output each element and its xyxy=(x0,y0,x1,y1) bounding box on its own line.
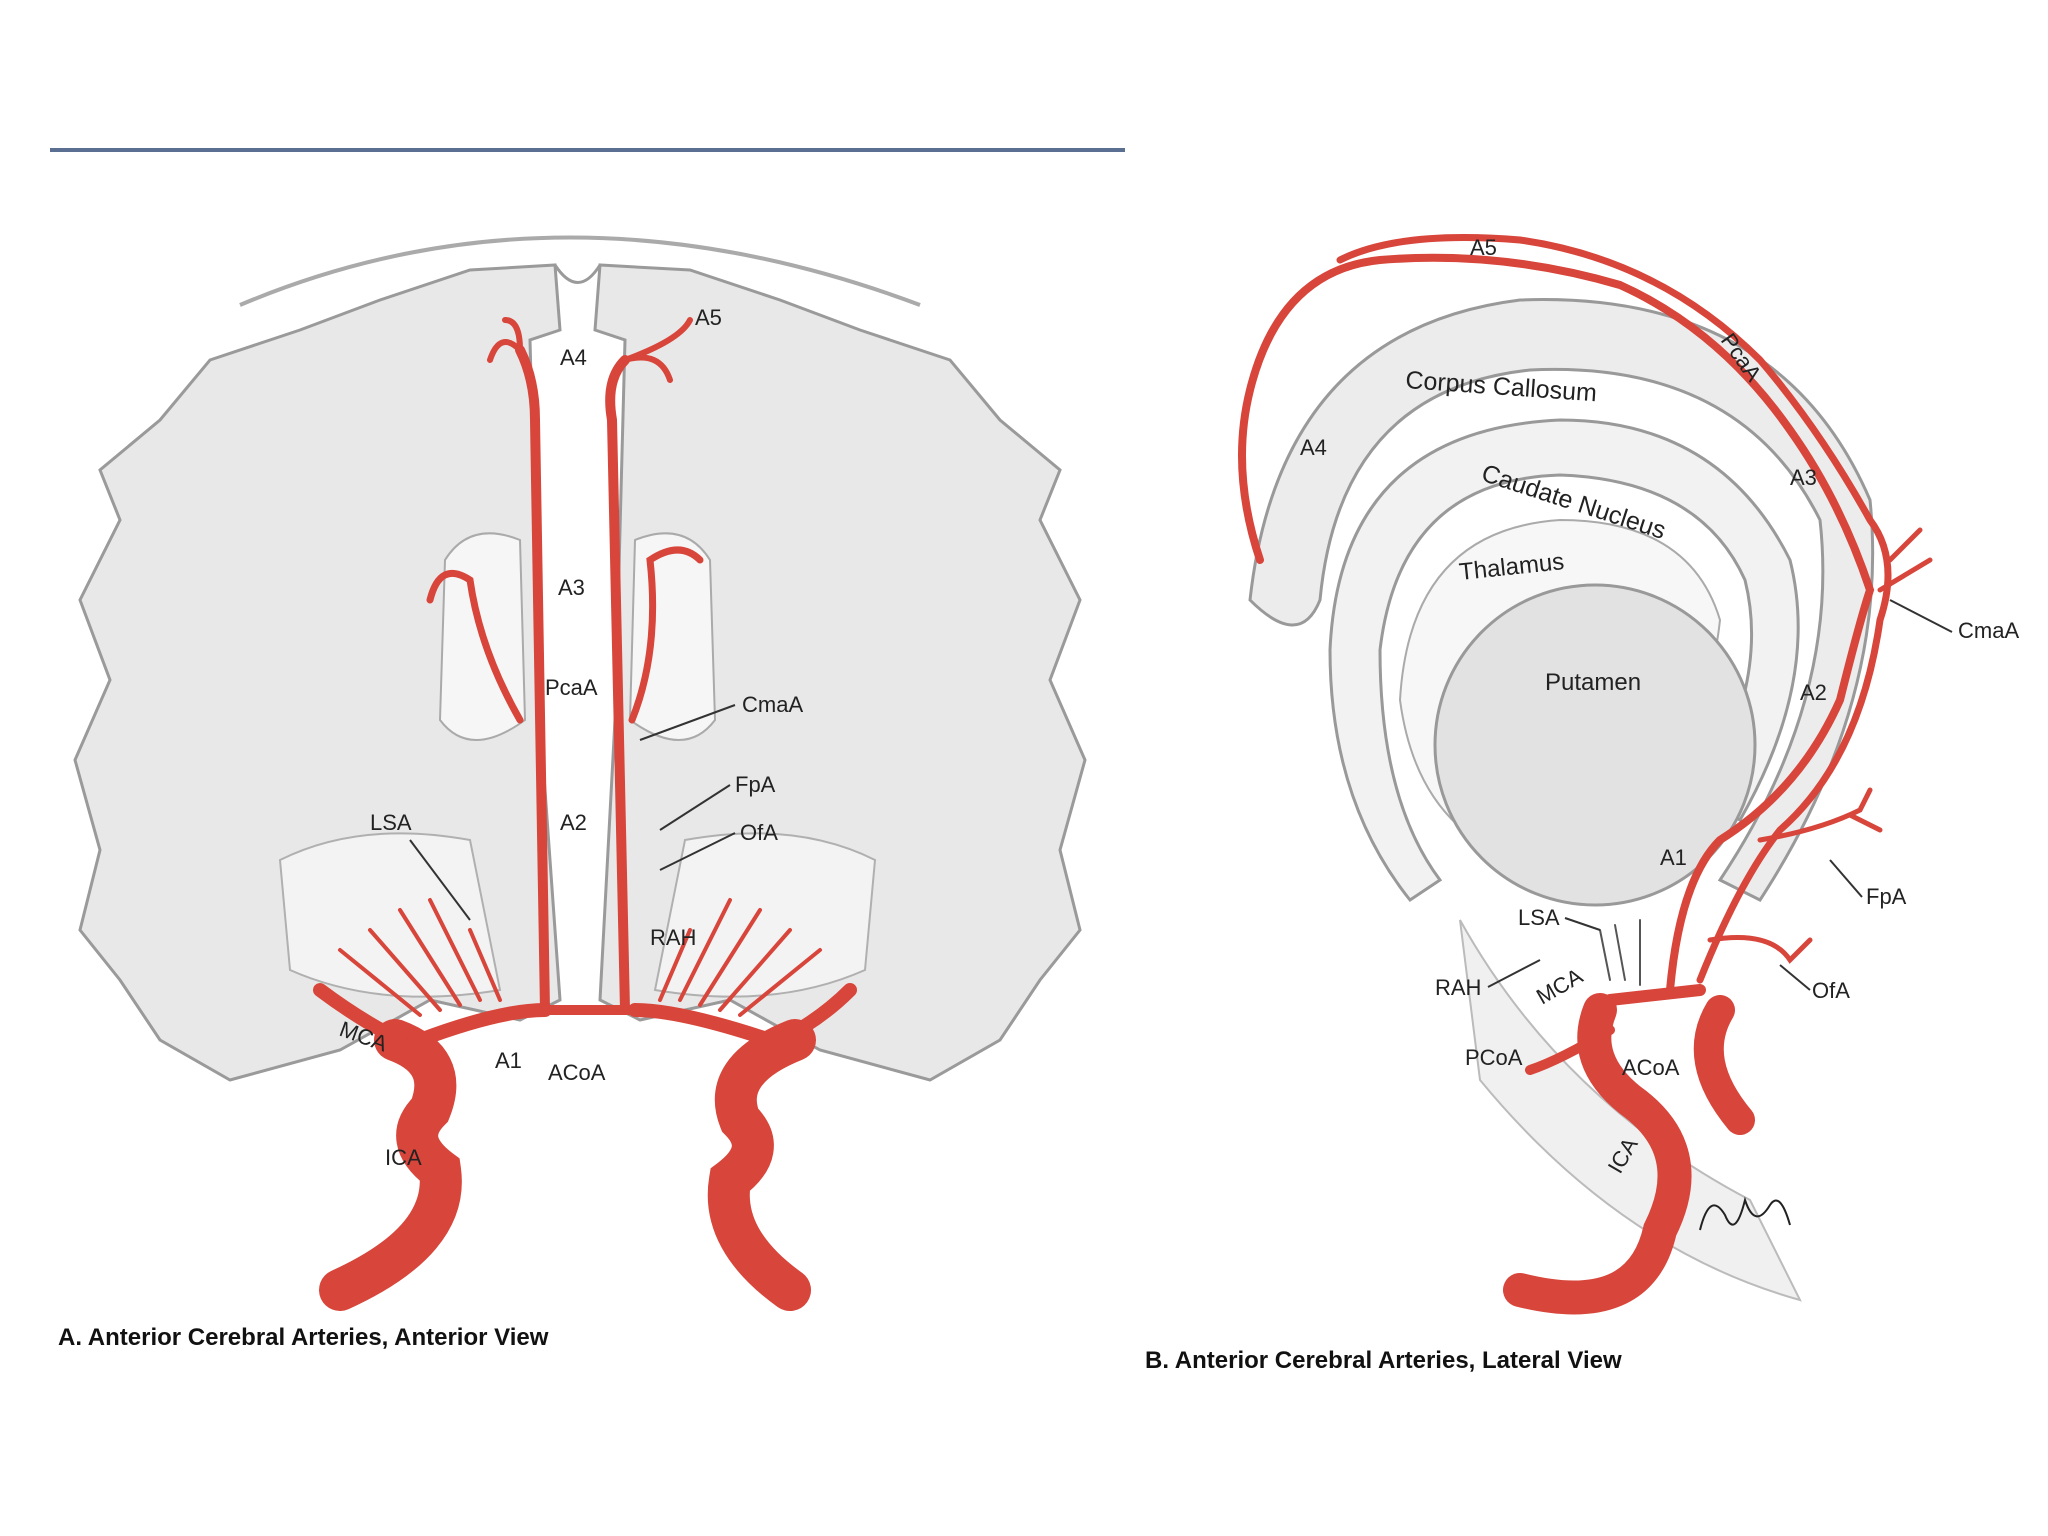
label-b-fpa: FpA xyxy=(1866,884,1907,909)
label-acoa: ACoA xyxy=(548,1060,606,1085)
leader-b-fpa xyxy=(1829,859,1863,898)
label-b-cmaa: CmaA xyxy=(1958,618,2019,643)
label-cmaa: CmaA xyxy=(742,692,803,717)
lateral-fpa xyxy=(1757,787,1883,843)
label-rah: RAH xyxy=(650,925,696,950)
figure-a-anterior-view: A5 A4 A3 PcaA CmaA FpA OfA A2 LSA RAH MC… xyxy=(58,235,1087,1351)
left-a4-branch xyxy=(487,317,523,363)
label-b-a3: A3 xyxy=(1790,465,1817,490)
right-ventricle xyxy=(628,532,717,741)
left-a1 xyxy=(413,1003,552,1047)
left-mca xyxy=(313,983,407,1047)
leader-b-cmaa xyxy=(1889,599,1953,633)
label-a2: A2 xyxy=(560,810,587,835)
label-b-lsa: LSA xyxy=(1518,905,1560,930)
figure-b-lateral-view: A5 A4 A3 A2 A1 Corpus Callosum Caudate N… xyxy=(1145,234,2019,1374)
label-ica: ICA xyxy=(385,1145,422,1170)
falx-notch xyxy=(553,264,602,284)
leader-b-ofa xyxy=(1779,964,1811,991)
label-b-a5: A5 xyxy=(1470,235,1497,260)
corpus-callosum-shape xyxy=(1248,298,1875,902)
label-a5: A5 xyxy=(695,305,722,330)
leader-b-rah xyxy=(1487,959,1541,988)
lateral-ica-2 xyxy=(1693,995,1755,1135)
left-cmaa-branch xyxy=(426,569,524,724)
anterior-view-arteries xyxy=(313,317,857,1311)
lateral-a1 xyxy=(1604,984,1706,1006)
right-a5-branch xyxy=(622,317,693,383)
right-ica xyxy=(707,1019,816,1311)
caption-figure-a: A. Anterior Cerebral Arteries, Anterior … xyxy=(58,1324,549,1351)
right-cmaa-branch xyxy=(628,546,704,724)
lateral-view-arteries xyxy=(1238,234,1933,1315)
label-ofa: OfA xyxy=(740,820,778,845)
left-ica xyxy=(319,1019,462,1311)
right-a1 xyxy=(628,1003,777,1047)
right-mca xyxy=(773,983,857,1047)
leader-lsa xyxy=(409,839,471,921)
label-b-rah: RAH xyxy=(1435,975,1481,1000)
leader-cmaa xyxy=(639,704,736,741)
anterior-view-labels: A5 A4 A3 PcaA CmaA FpA OfA A2 LSA RAH MC… xyxy=(336,305,803,1170)
title-divider xyxy=(50,148,1125,152)
label-a3: A3 xyxy=(558,575,585,600)
label-b-a2: A2 xyxy=(1800,680,1827,705)
label-lsa: LSA xyxy=(370,810,412,835)
leader-ofa xyxy=(659,832,736,871)
artist-signature xyxy=(1699,1196,1791,1231)
caption-figure-b: B. Anterior Cerebral Arteries, Lateral V… xyxy=(1145,1347,1622,1374)
label-putamen: Putamen xyxy=(1545,669,1641,696)
right-basal-ganglia xyxy=(653,832,877,998)
label-b-acoa: ACoA xyxy=(1622,1055,1680,1080)
label-pcaa: PcaA xyxy=(545,675,598,700)
label-b-mca: MCA xyxy=(1532,963,1587,1009)
left-basal-ganglia xyxy=(278,832,502,998)
lateral-pcoa xyxy=(1525,1025,1615,1075)
label-b-a1: A1 xyxy=(1660,845,1687,870)
putamen-shape xyxy=(1433,583,1757,907)
lateral-ica xyxy=(1503,993,1692,1315)
lateral-cmaa-branches xyxy=(1877,527,1933,593)
right-a2-trunk xyxy=(605,355,630,1015)
skull-outline xyxy=(239,235,921,307)
leader-fpa xyxy=(659,784,731,831)
label-b-ofa: OfA xyxy=(1812,978,1850,1003)
leader-b-lsa xyxy=(1564,917,1601,931)
lateral-callosomarginal xyxy=(1336,234,1892,984)
left-lsa xyxy=(338,898,502,1017)
lateral-ofa xyxy=(1707,935,1813,964)
label-b-pcoa: PCoA xyxy=(1465,1045,1523,1070)
label-a1: A1 xyxy=(495,1048,522,1073)
left-a2-trunk xyxy=(515,345,550,1015)
right-lsa xyxy=(658,898,822,1017)
lateral-pericallosal xyxy=(1238,253,1875,994)
label-b-a4: A4 xyxy=(1300,435,1327,460)
lateral-lsa xyxy=(1599,919,1641,986)
caudate-nucleus-shape xyxy=(1328,418,1800,903)
label-a4: A4 xyxy=(560,345,587,370)
label-fpa: FpA xyxy=(735,772,776,797)
label-corpus-callosum: Corpus Callosum xyxy=(1405,366,1598,407)
